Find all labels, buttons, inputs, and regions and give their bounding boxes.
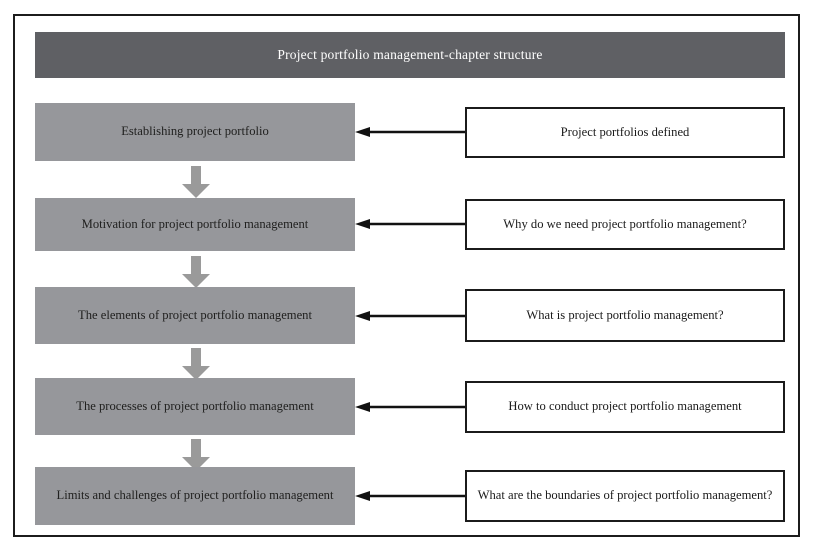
link-arrow-3 (355, 309, 465, 323)
question-box-1[interactable]: Project portfolios defined (465, 107, 785, 158)
question-label-2: Why do we need project portfolio managem… (503, 216, 747, 231)
diagram-outer-frame (13, 14, 800, 537)
diagram-title-text: Project portfolio management-chapter str… (277, 47, 543, 62)
flow-arrow-down-3 (180, 348, 212, 380)
stage-label-2: Motivation for project portfolio managem… (81, 216, 309, 231)
question-label-1: Project portfolios defined (560, 124, 690, 139)
question-box-3[interactable]: What is project portfolio management? (465, 289, 785, 342)
stage-box-1[interactable]: Establishing project portfolio (35, 103, 355, 161)
question-box-4[interactable]: How to conduct project portfolio managem… (465, 381, 785, 433)
question-label-3: What is project portfolio management? (526, 307, 724, 322)
stage-label-5: Limits and challenges of project portfol… (56, 488, 334, 503)
flow-arrow-down-1 (180, 166, 212, 198)
stage-box-5[interactable]: Limits and challenges of project portfol… (35, 467, 355, 525)
stage-label-3: The elements of project portfolio manage… (78, 307, 312, 322)
stage-box-2[interactable]: Motivation for project portfolio managem… (35, 198, 355, 251)
link-arrow-5 (355, 489, 465, 503)
link-arrow-2 (355, 217, 465, 231)
flow-arrow-down-2 (180, 256, 212, 288)
stage-label-4: The processes of project portfolio manag… (76, 398, 314, 413)
flow-arrow-down-4 (180, 439, 212, 471)
question-box-2[interactable]: Why do we need project portfolio managem… (465, 199, 785, 250)
question-label-5: What are the boundaries of project portf… (477, 488, 773, 503)
question-label-4: How to conduct project portfolio managem… (508, 399, 742, 414)
stage-box-3[interactable]: The elements of project portfolio manage… (35, 287, 355, 344)
diagram-title-banner: Project portfolio management-chapter str… (35, 32, 785, 78)
question-box-5[interactable]: What are the boundaries of project portf… (465, 470, 785, 522)
link-arrow-4 (355, 400, 465, 414)
stage-label-1: Establishing project portfolio (121, 124, 269, 139)
stage-box-4[interactable]: The processes of project portfolio manag… (35, 378, 355, 435)
link-arrow-1 (355, 125, 465, 139)
